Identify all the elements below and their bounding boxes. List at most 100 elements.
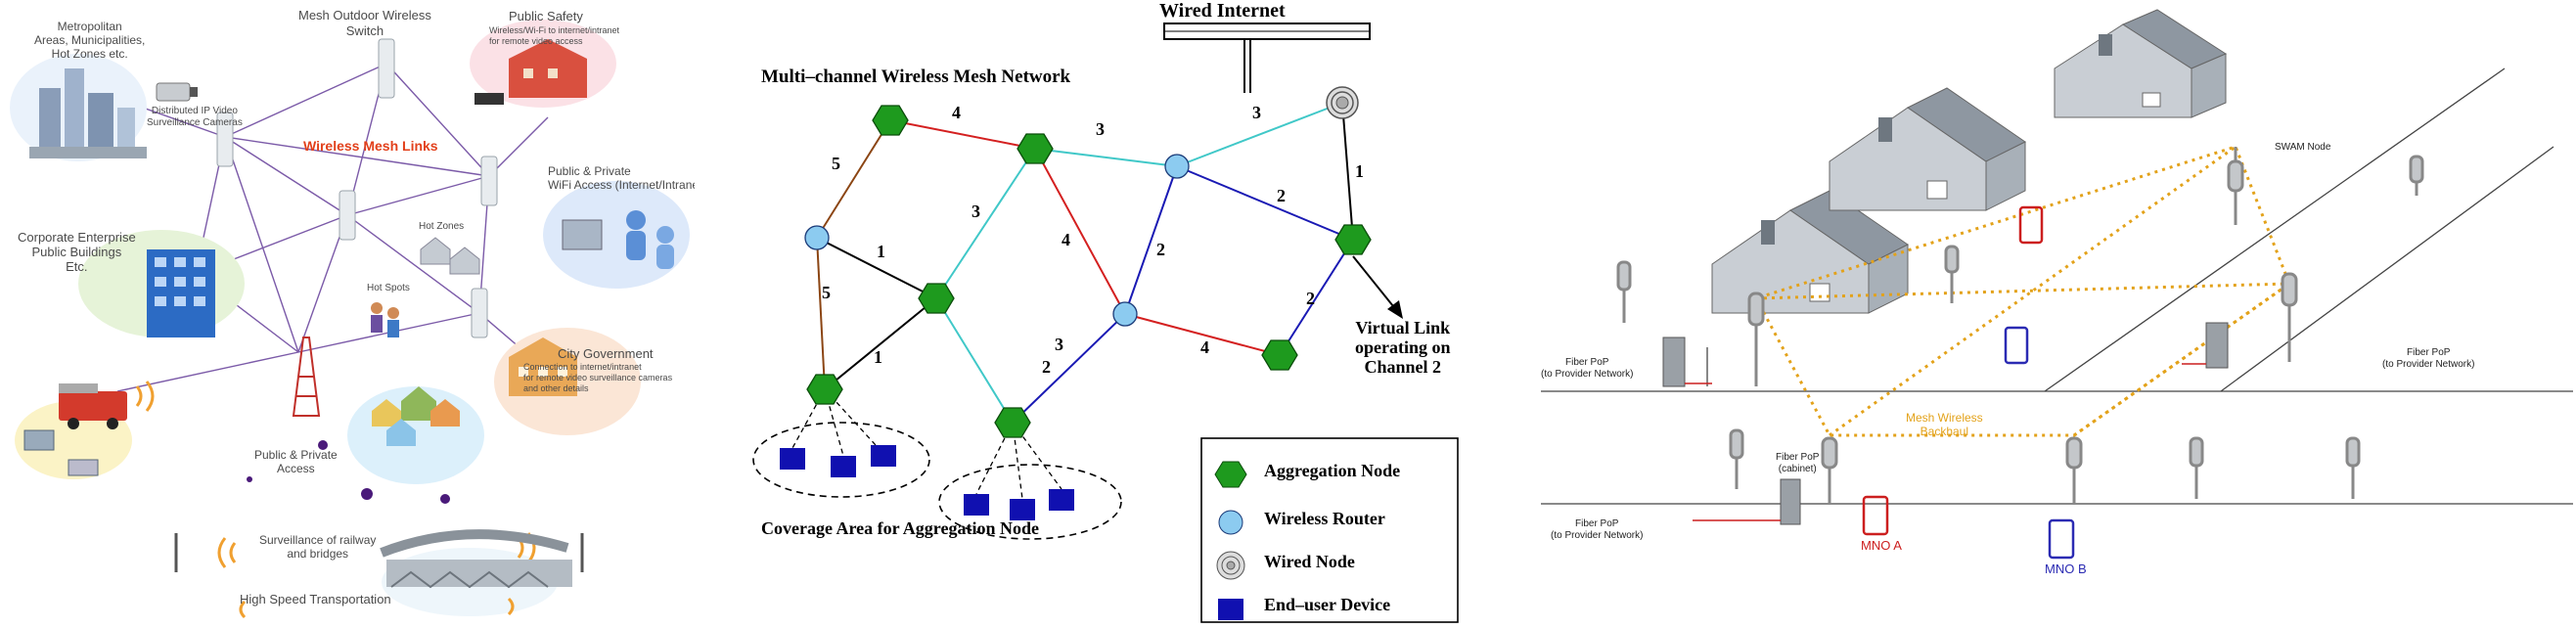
wireless-routers [804, 154, 1190, 327]
aggregation-node [806, 374, 843, 405]
public-safety-label: Public Safety [509, 9, 583, 23]
rail-lamp-posts [174, 533, 584, 572]
road-lines [1541, 67, 2573, 505]
swam-lamp-poles [1616, 147, 2424, 504]
legend-wired-label: Wired Node [1264, 552, 1355, 571]
enduser-device [1049, 489, 1074, 511]
house [1711, 190, 1909, 314]
edge-D-K [1176, 165, 1354, 241]
wifi-access-glow [543, 181, 690, 289]
aggregation-node [994, 407, 1031, 438]
aggregation-node [1261, 339, 1298, 371]
lamp-pole [1944, 245, 1960, 303]
lamp-pole [2281, 272, 2298, 362]
fiber-pop-label: Fiber PoP(to Provider Network) [1541, 357, 1634, 380]
lamp-pole [1747, 292, 1765, 386]
lamp-pole [1616, 260, 1632, 323]
edge-F-J [1124, 313, 1281, 356]
decorative-dots [247, 440, 450, 504]
edge-label-3: 3 [1096, 119, 1105, 139]
house [1829, 87, 2026, 211]
mno-b-phone-icon [2048, 518, 2075, 560]
wifi-users-icon [562, 210, 674, 269]
edge-label-1: 1 [877, 242, 885, 261]
edge-label-2: 2 [1306, 289, 1315, 308]
hot-zones-houses-icon [420, 237, 480, 275]
edge-label-2: 2 [1042, 357, 1051, 377]
applications-canvas [10, 20, 690, 619]
enduser-device [831, 456, 856, 477]
wired-uplink [1243, 39, 1251, 93]
fiber-cabinet-label: Fiber PoP(cabinet) [1776, 452, 1820, 474]
enduser-device [871, 445, 896, 467]
wired-internet-label: Wired Internet [1159, 0, 1286, 22]
edge-B-F [1034, 148, 1126, 315]
high-speed-label: High Speed Transportation [240, 592, 391, 607]
city-gov-building-icon [509, 337, 577, 396]
edge-K-J [1279, 239, 1354, 356]
hot-zones-label: Hot Zones [419, 221, 465, 232]
aggregation-nodes [806, 105, 1372, 438]
lamp-pole [1821, 436, 1838, 504]
edge-label-1: 1 [874, 347, 882, 367]
coverage-areas [752, 422, 1122, 540]
aggregation-node [918, 283, 955, 314]
lamp-pole [2065, 436, 2083, 504]
wired-internet-bar [1163, 22, 1371, 40]
fiber-pop-label: Fiber PoP(to Provider Network) [1551, 518, 1644, 541]
enduser-devices [780, 445, 1074, 520]
enduser-device [964, 494, 989, 516]
edge-A-C [816, 119, 891, 239]
router-node [1164, 154, 1190, 179]
edge-B-D [1034, 148, 1178, 167]
edge-label-5: 5 [822, 283, 831, 302]
fire-truck-icon [23, 383, 127, 476]
legend-aggregation-label: Aggregation Node [1264, 461, 1401, 480]
houses [1711, 9, 2228, 314]
router-node [1112, 301, 1138, 327]
edge-E-G [824, 297, 937, 390]
hot-spots-label: Hot Spots [367, 283, 410, 293]
edge-D-F [1124, 165, 1178, 315]
edge-C-G [816, 237, 826, 390]
router-node [804, 225, 830, 250]
city-gov-label: City Government [558, 346, 654, 361]
edge-C-E [816, 237, 937, 299]
virtual-link-arrow [1352, 255, 1403, 319]
enduser-device [1010, 499, 1035, 520]
lamp-pole [2189, 436, 2204, 499]
lamp-pole [1729, 428, 1744, 489]
edge-B-E [935, 148, 1036, 299]
lamp-pole [2345, 436, 2361, 499]
backhaul-street-diagram: SWAM Node Fiber PoP(to Provider Network)… [1497, 0, 2576, 629]
mesh-links-label: Wireless Mesh Links [303, 138, 438, 154]
mesh-network-canvas [752, 22, 1459, 623]
wired-node [1326, 86, 1359, 119]
fiber-cabinet [1662, 337, 1686, 387]
edge-label-2: 2 [1156, 240, 1165, 259]
edge-A-B [889, 119, 1036, 150]
edge-label-4: 4 [1062, 230, 1070, 249]
surveillance-camera-icon [156, 82, 198, 102]
hot-spots-people-icon [371, 302, 399, 337]
fiber-pop-cabinets [1662, 322, 2229, 525]
mesh-edges [816, 102, 1354, 424]
network-title: Multi–channel Wireless Mesh Network [761, 67, 1071, 87]
access-houses-icon [372, 386, 460, 446]
edge-label-3: 3 [1252, 103, 1261, 122]
mno-a-phone-icon [1862, 495, 1889, 536]
house [2054, 9, 2228, 118]
mesh-network-diagram: Wired Internet Multi–channel Wireless Me… [724, 0, 1468, 629]
edge-label-1: 1 [1355, 161, 1364, 181]
swam-node-label: SWAM Node [2275, 142, 2331, 153]
enduser-device [780, 448, 805, 470]
